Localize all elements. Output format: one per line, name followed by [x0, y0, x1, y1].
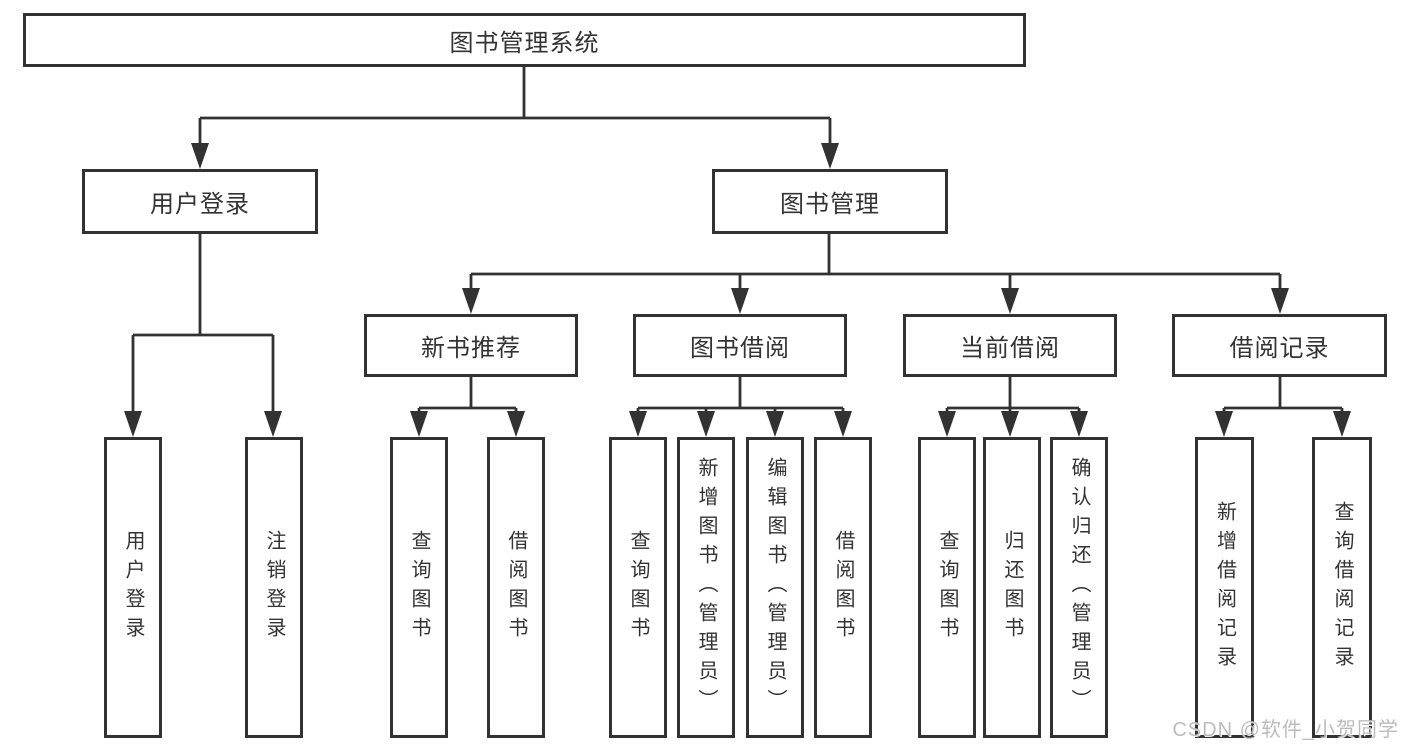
node-user-login: 用户登录: [82, 169, 318, 234]
node-current-borrow: 当前借阅: [903, 314, 1117, 377]
leaf-edit-book-admin: 编辑图书（管理员）: [746, 437, 804, 738]
leaf-return-book: 归还图书: [983, 437, 1041, 738]
leaf-return-book-label: 归还图书: [1001, 529, 1023, 646]
leaf-recommend-borrow-book-label: 借阅图书: [505, 529, 527, 646]
node-book-borrow-label: 图书借阅: [690, 335, 790, 362]
leaf-edit-book-admin-label: 编辑图书（管理员）: [764, 457, 786, 718]
node-borrow-records: 借阅记录: [1172, 314, 1387, 377]
leaf-add-book-admin-label: 新增图书（管理员）: [695, 457, 717, 718]
leaf-borrow-search-book-label: 查询图书: [627, 529, 649, 646]
leaf-recommend-borrow-book: 借阅图书: [487, 437, 545, 738]
leaf-search-borrow-record-label: 查询借阅记录: [1331, 500, 1353, 675]
leaf-logout: 注销登录: [245, 437, 303, 738]
leaf-add-borrow-record: 新增借阅记录: [1195, 437, 1254, 738]
leaf-current-search-book: 查询图书: [918, 437, 976, 738]
node-book-borrow: 图书借阅: [633, 314, 847, 377]
leaf-logout-label: 注销登录: [263, 529, 285, 646]
leaf-user-login: 用户登录: [104, 437, 162, 738]
leaf-add-book-admin: 新增图书（管理员）: [677, 437, 735, 738]
leaf-borrow-book-label: 借阅图书: [832, 529, 854, 646]
leaf-borrow-search-book: 查询图书: [609, 437, 667, 738]
node-current-borrow-label: 当前借阅: [960, 335, 1060, 362]
arrowheads: [124, 143, 1351, 437]
node-root-system: 图书管理系统: [23, 13, 1026, 67]
csdn-watermark: CSDN @软件_小贺同学: [1172, 719, 1399, 741]
leaf-confirm-return-admin-label: 确认归还（管理员）: [1068, 457, 1090, 718]
leaf-search-borrow-record: 查询借阅记录: [1312, 437, 1372, 738]
node-root-system-label: 图书管理系统: [449, 29, 600, 57]
node-book-management-label: 图书管理: [780, 191, 880, 218]
leaf-add-borrow-record-label: 新增借阅记录: [1213, 500, 1236, 675]
leaf-recommend-search-book-label: 查询图书: [408, 529, 430, 646]
node-new-book-recommend: 新书推荐: [364, 314, 578, 377]
leaf-confirm-return-admin: 确认归还（管理员）: [1050, 437, 1108, 738]
leaf-borrow-book: 借阅图书: [814, 437, 872, 738]
leaf-recommend-search-book: 查询图书: [390, 437, 448, 738]
node-user-login-label: 用户登录: [150, 191, 250, 218]
leaf-current-search-book-label: 查询图书: [936, 529, 958, 646]
leaf-user-login-label: 用户登录: [122, 529, 144, 646]
node-new-book-recommend-label: 新书推荐: [421, 335, 521, 362]
node-book-management: 图书管理: [712, 169, 948, 234]
node-borrow-records-label: 借阅记录: [1229, 335, 1330, 362]
